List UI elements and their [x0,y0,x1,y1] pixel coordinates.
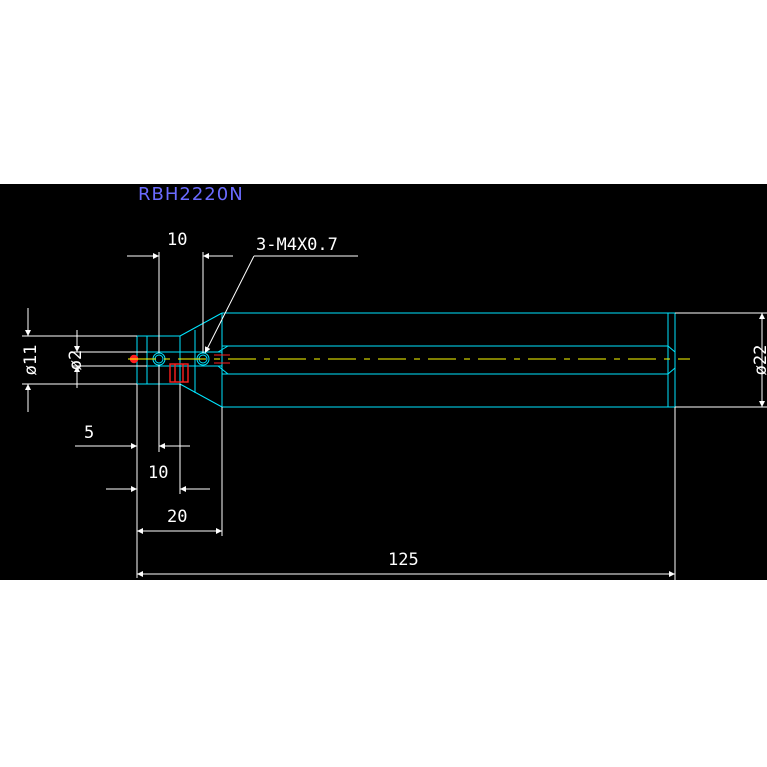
dim-diameter-2: ø2 [66,350,86,370]
dim-diameter-11: ø11 [21,345,41,376]
dimension-lines [22,252,767,580]
dim-length-20: 20 [167,507,187,527]
cad-drawing: RBH2220N [21,184,767,580]
cad-drawing-sheet: RBH2220N [0,184,767,580]
dim-length-125: 125 [388,550,419,570]
part-outline [136,312,676,408]
dim-diameter-22: ø22 [751,345,767,376]
drawing-title: RBH2220N [138,184,244,205]
dim-top-10: 10 [167,230,187,250]
dim-thread-spec: 3-M4X0.7 [256,235,338,255]
dim-bottom-10: 10 [148,463,168,483]
dim-left-5: 5 [84,423,94,443]
